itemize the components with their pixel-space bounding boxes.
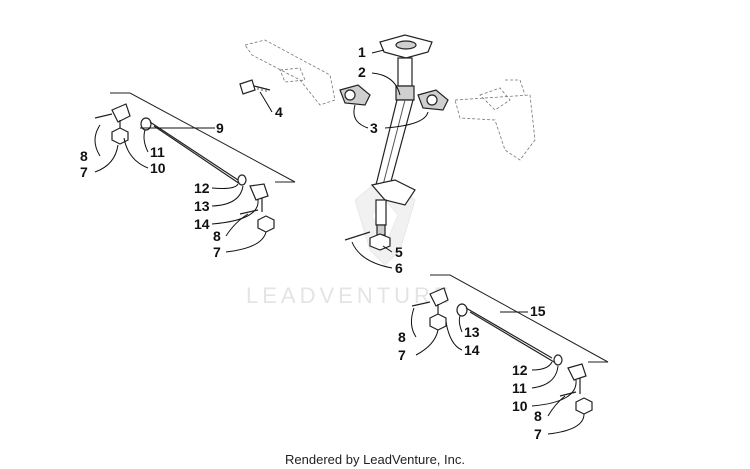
callout-13-right: 13 [464,324,480,340]
callout-1: 1 [358,44,366,60]
bushing-brackets [339,84,449,111]
callout-7-left-upper: 7 [80,164,88,180]
bolt-part [239,79,271,95]
callout-8-right-upper: 8 [398,329,406,345]
callout-12-left: 12 [194,180,210,196]
callout-8-left-upper: 8 [80,148,88,164]
callout-4: 4 [275,104,283,120]
callout-7-left-lower: 7 [213,244,221,260]
callout-8-left-lower: 8 [213,228,221,244]
callout-10-right: 10 [512,398,528,414]
callout-14-left: 14 [194,216,210,232]
callout-13-left: 13 [194,198,210,214]
render-credit-footer: Rendered by LeadVenture, Inc. [285,452,465,467]
callout-6: 6 [395,260,403,276]
callout-8-right-lower: 8 [534,408,542,424]
frame-outline [244,39,536,161]
callout-15: 15 [530,303,546,319]
callout-2: 2 [358,64,366,80]
callout-5: 5 [395,244,403,260]
watermark-text: LEADVENTURE [246,283,453,308]
right-tie-rod-assembly [411,274,609,415]
callout-12-right: 12 [512,362,528,378]
callout-10-left: 10 [150,160,166,176]
callout-11-right: 11 [512,380,527,396]
callout-3: 3 [370,120,378,136]
callout-11-left: 11 [150,144,165,160]
callout-7-right-upper: 7 [398,347,406,363]
callout-9: 9 [216,120,224,136]
callout-7-right-lower: 7 [534,426,542,442]
leader-lines [94,49,585,435]
steering-column [370,34,433,236]
callout-14-right: 14 [464,342,480,358]
column-nut-and-pin [344,231,391,251]
left-tie-rod-assembly [94,92,296,233]
